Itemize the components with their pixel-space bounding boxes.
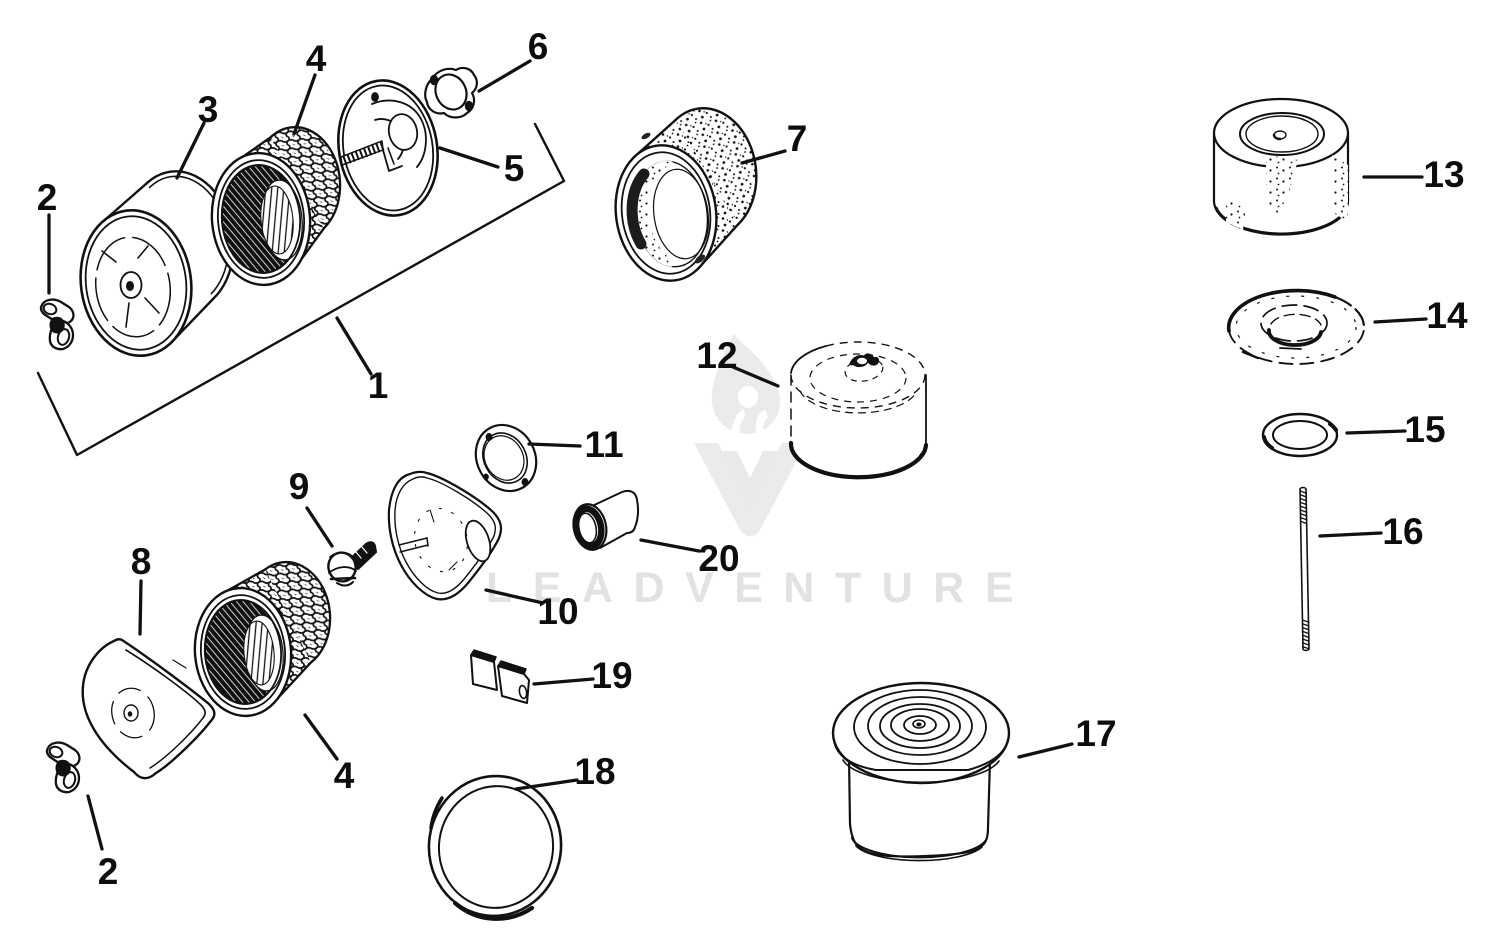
svg-text:3: 3 — [198, 89, 219, 130]
svg-text:20: 20 — [698, 538, 739, 579]
svg-text:14: 14 — [1426, 295, 1468, 336]
svg-text:19: 19 — [591, 655, 632, 696]
svg-text:11: 11 — [584, 424, 623, 465]
svg-text:2: 2 — [98, 851, 119, 892]
svg-text:16: 16 — [1382, 511, 1423, 552]
svg-text:1: 1 — [368, 365, 389, 406]
svg-text:2: 2 — [37, 177, 58, 218]
svg-text:6: 6 — [528, 26, 549, 67]
svg-text:7: 7 — [787, 118, 808, 159]
svg-text:9: 9 — [289, 466, 310, 507]
svg-text:13: 13 — [1423, 154, 1464, 195]
svg-text:8: 8 — [131, 541, 152, 582]
svg-text:LEADVENTURE: LEADVENTURE — [486, 564, 1034, 612]
svg-text:4: 4 — [306, 38, 327, 79]
svg-text:17: 17 — [1075, 713, 1116, 754]
svg-text:4: 4 — [334, 755, 355, 796]
svg-text:18: 18 — [574, 751, 615, 792]
svg-text:15: 15 — [1404, 409, 1445, 450]
svg-text:5: 5 — [504, 148, 525, 189]
svg-text:10: 10 — [537, 591, 578, 632]
svg-text:12: 12 — [696, 335, 737, 376]
